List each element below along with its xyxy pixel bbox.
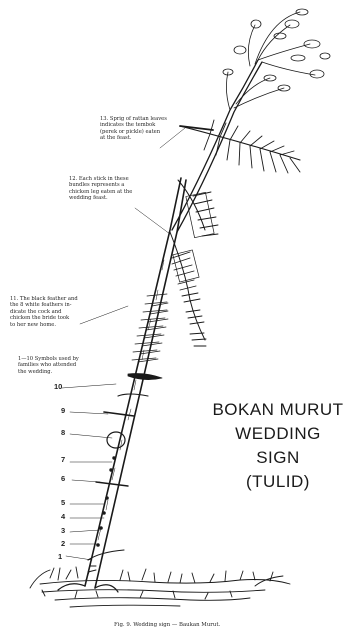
rattan-leaves	[180, 120, 300, 173]
symbol-number-8: 8	[61, 428, 65, 437]
symbol-number-6: 6	[61, 474, 65, 483]
title-line-1: BOKAN MURUT	[212, 398, 344, 422]
annotation-13: 13. Sprig of rattan leaves indicates the…	[100, 116, 180, 142]
diagram-title: BOKAN MURUT WEDDING SIGN (TULID)	[212, 398, 344, 494]
figure-caption: Fig. 9. Wedding sign — Baukan Murut.	[114, 622, 220, 628]
symbol-number-7: 7	[61, 455, 65, 464]
symbol-number-2: 2	[61, 539, 65, 548]
symbol-number-3: 3	[61, 526, 65, 535]
symbol-number-9: 9	[61, 406, 65, 415]
ground-grass	[30, 567, 290, 607]
stick-bundles	[170, 180, 218, 346]
symbol-number-1: 1	[58, 552, 62, 561]
pole-symbols	[88, 374, 162, 573]
annotation-1-10: 1—10 Symbols used by families who attend…	[18, 356, 96, 375]
symbol-number-4: 4	[61, 512, 65, 521]
symbol-number-10: 10	[54, 382, 62, 391]
title-line-2: WEDDING SIGN	[212, 422, 344, 470]
title-line-3: (TULID)	[212, 470, 344, 494]
annotation-12: 12. Each stick in these bundles represen…	[69, 176, 149, 202]
annotation-11: 11. The black feather and the 8 white fe…	[10, 296, 88, 328]
symbol-number-5: 5	[61, 498, 65, 507]
